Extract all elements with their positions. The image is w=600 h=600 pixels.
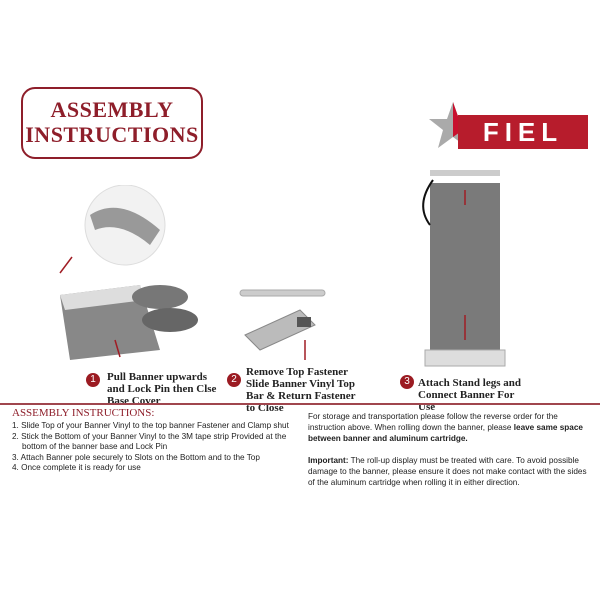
top-fastener-illustration [239, 289, 326, 360]
storage-bold: leave same space between banner and alum… [308, 423, 583, 443]
banner-stand-illustration [422, 170, 506, 367]
step-1-number: 1 [86, 373, 100, 387]
fiel-logo: FIEL [428, 100, 588, 150]
important-label: Important: [308, 456, 349, 465]
instructions-list: 1. Slide Top of your Banner Vinyl to the… [12, 421, 302, 474]
instruction-item: 3. Attach Banner pole securely to Slots … [12, 452, 260, 462]
step-3-text: Attach Stand legs and Connect Banner For… [418, 377, 521, 413]
divider [0, 403, 600, 405]
instructions-title: ASSEMBLY INSTRUCTIONS: [12, 407, 155, 419]
instruction-item: 2. Stick the Bottom of your Banner Vinyl… [12, 431, 287, 452]
title-line-1: ASSEMBLY [50, 97, 174, 122]
title-box: ASSEMBLY INSTRUCTIONS [21, 87, 203, 159]
notes: For storage and transportation please fo… [308, 411, 593, 499]
step-3-number: 3 [400, 375, 414, 389]
step-2-number: 2 [227, 373, 241, 387]
instruction-item: 1. Slide Top of your Banner Vinyl to the… [12, 421, 289, 430]
important-note: Important: The roll-up display must be t… [308, 455, 593, 488]
step-1-text: Pull Banner upwards and Lock Pin then Cl… [107, 371, 217, 407]
storage-text: For storage and transportation please fo… [308, 412, 558, 432]
important-text: The roll-up display must be treated with… [308, 456, 587, 487]
logo-text: FIEL [458, 115, 588, 149]
step-2-text: Remove Top Fastener Slide Banner Vinyl T… [246, 366, 356, 414]
storage-note: For storage and transportation please fo… [308, 411, 593, 444]
base-cover-illustration [59, 185, 198, 360]
title-line-2: INSTRUCTIONS [25, 122, 199, 147]
instruction-item: 4. Once complete it is ready for use [12, 463, 141, 472]
